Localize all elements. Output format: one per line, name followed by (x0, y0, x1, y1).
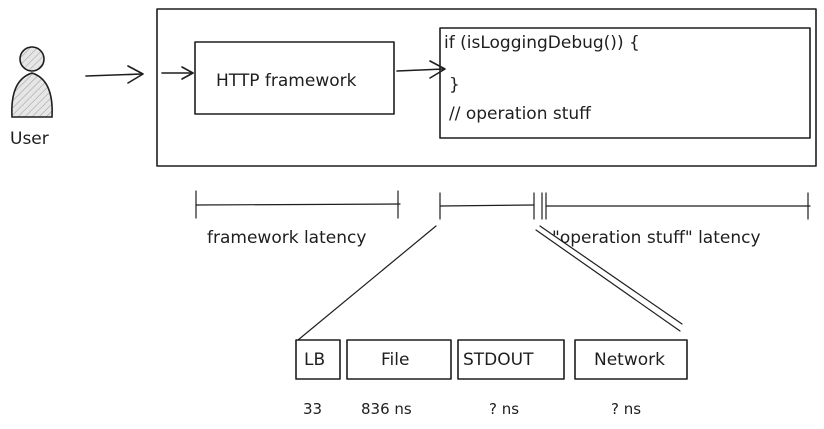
target-box-file (346, 339, 452, 380)
target-value-file: 836 ns (361, 400, 412, 418)
logging-latency-bracket (439, 192, 535, 220)
zoom-lines (297, 225, 683, 341)
framework-to-code-arrow (396, 60, 446, 79)
user-to-service-arrow (85, 65, 144, 84)
target-value-stdout: ? ns (489, 400, 519, 418)
code-line-condition: if (isLoggingDebug()) { (444, 33, 640, 53)
target-box-network (574, 339, 688, 380)
http-framework-label: HTTP framework (216, 71, 357, 91)
code-line-operation: // operation stuff (449, 104, 592, 124)
code-box (439, 27, 811, 139)
target-label-lb: LB (304, 350, 325, 370)
operation-latency-label: "operation stuff" latency (552, 228, 761, 248)
target-value-network: ? ns (611, 400, 641, 418)
target-label-stdout: STDOUT (463, 350, 534, 370)
user-label: User (10, 129, 49, 149)
target-label-network: Network (594, 350, 665, 370)
code-line-close-brace: } (449, 75, 460, 95)
target-box-stdout (457, 339, 565, 380)
target-value-lb: 33 (303, 400, 322, 418)
framework-latency-bracket (195, 190, 401, 219)
target-label-file: File (381, 350, 409, 370)
framework-latency-label: framework latency (207, 228, 366, 248)
user-icon (11, 46, 53, 118)
target-box-lb (295, 339, 341, 380)
service-boundary-box (156, 8, 817, 167)
http-framework-box (194, 41, 395, 115)
operation-latency-bracket (541, 192, 811, 220)
entry-arrow (161, 66, 194, 80)
